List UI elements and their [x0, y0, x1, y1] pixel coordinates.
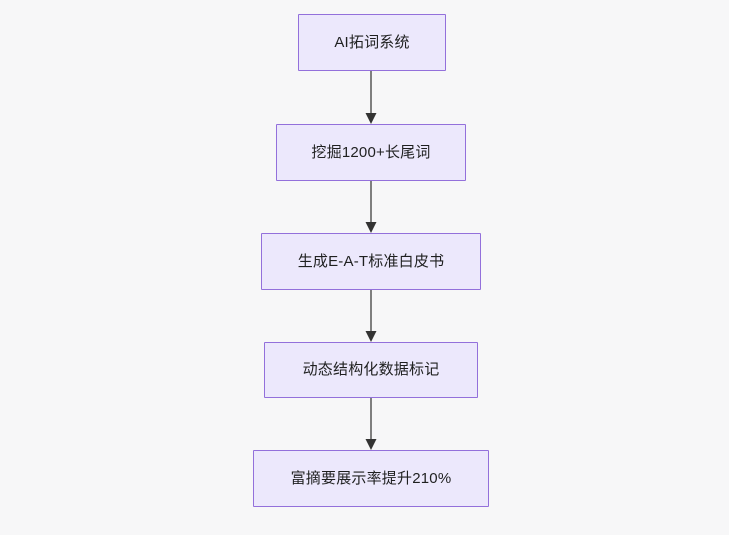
edge-n2-n3 — [365, 181, 377, 233]
node-label: 富摘要展示率提升210% — [290, 469, 452, 487]
flowchart-node-ai-keyword-system[interactable]: AI拓词系统 — [298, 14, 446, 71]
edge-n3-n4 — [365, 290, 377, 342]
node-label: AI拓词系统 — [334, 33, 410, 51]
flowchart-node-rich-snippet-impression-lift[interactable]: 富摘要展示率提升210% — [253, 450, 489, 507]
flowchart-node-dynamic-structured-data-markup[interactable]: 动态结构化数据标记 — [264, 342, 478, 398]
node-label: 挖掘1200+长尾词 — [311, 143, 431, 161]
flowchart-node-generate-eat-whitepaper[interactable]: 生成E-A-T标准白皮书 — [261, 233, 481, 290]
flowchart-node-mine-longtail-keywords[interactable]: 挖掘1200+长尾词 — [276, 124, 466, 181]
edge-n4-n5 — [365, 398, 377, 450]
node-label: 生成E-A-T标准白皮书 — [297, 252, 445, 270]
edge-n1-n2 — [365, 71, 377, 124]
node-label: 动态结构化数据标记 — [302, 361, 440, 378]
